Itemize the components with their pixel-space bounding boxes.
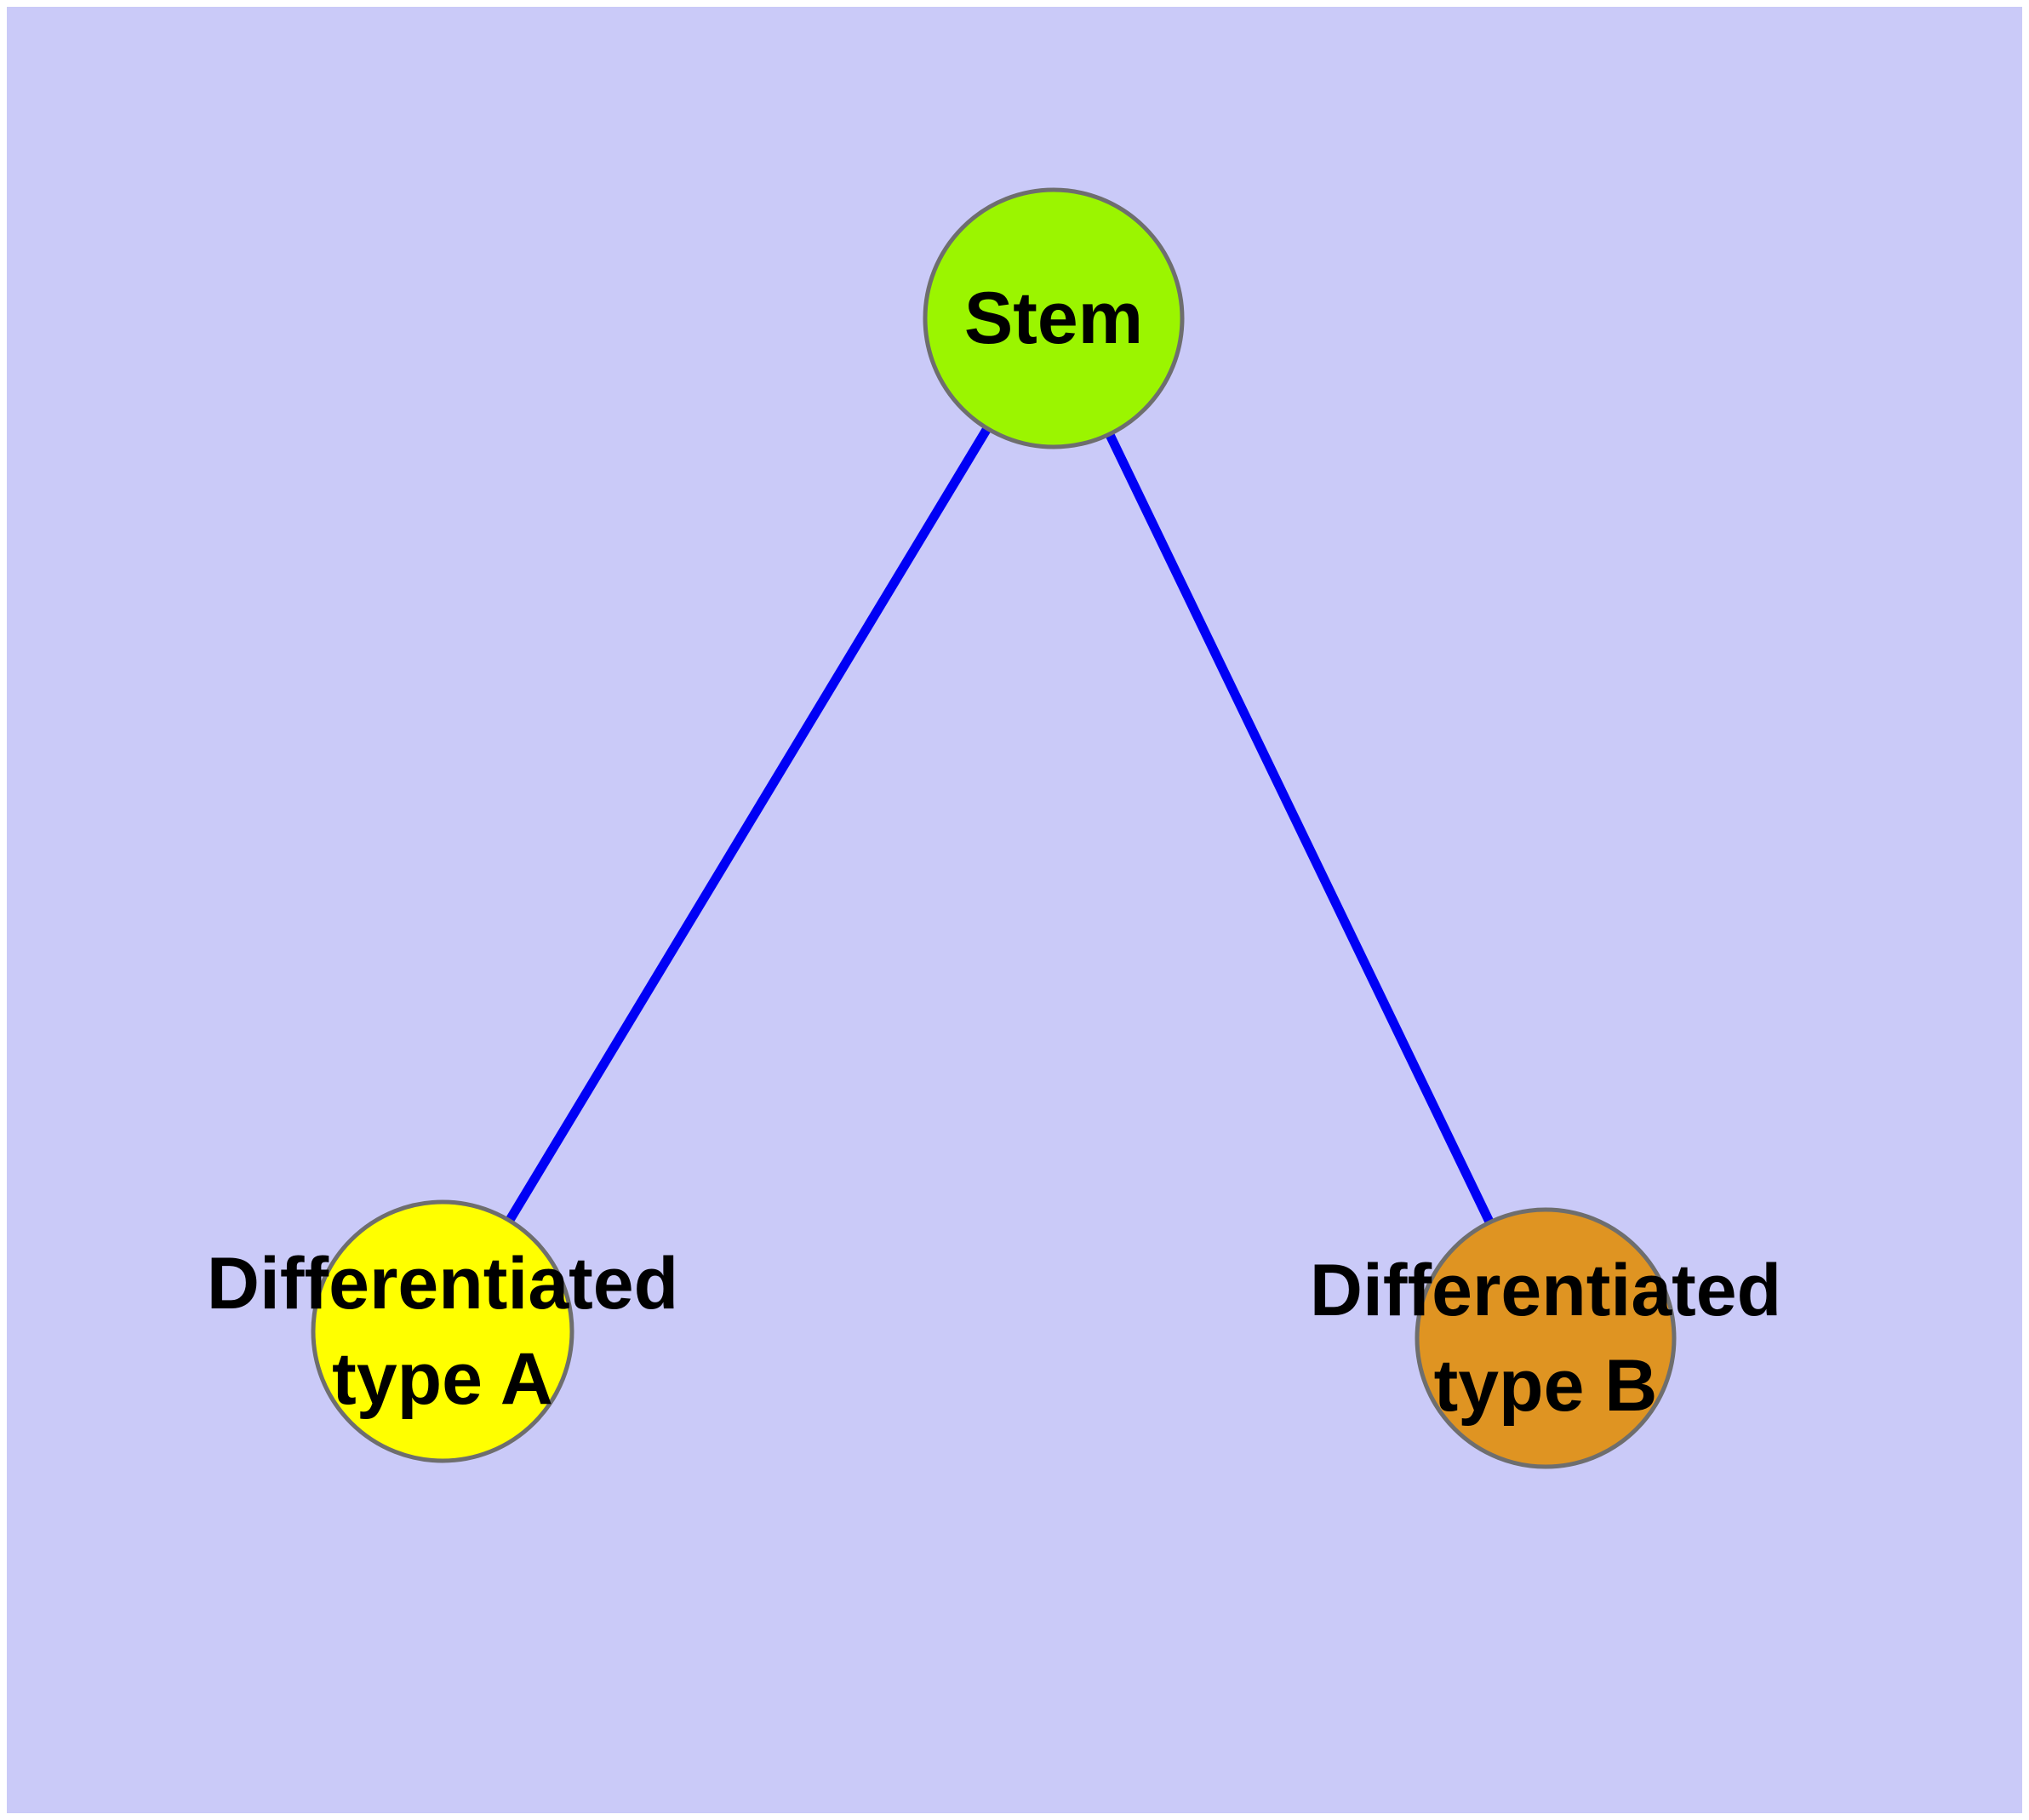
edge-layer [438, 316, 1550, 1341]
graph-svg [7, 7, 2022, 1813]
node-type-b [1415, 1207, 1677, 1469]
node-type-a [311, 1199, 574, 1463]
edge-stem-type-a [438, 316, 1058, 1334]
node-stem [923, 187, 1185, 449]
node-layer [311, 187, 1677, 1469]
node-label-stem: Stem [963, 278, 1144, 359]
edge-stem-type-b [1049, 316, 1550, 1341]
